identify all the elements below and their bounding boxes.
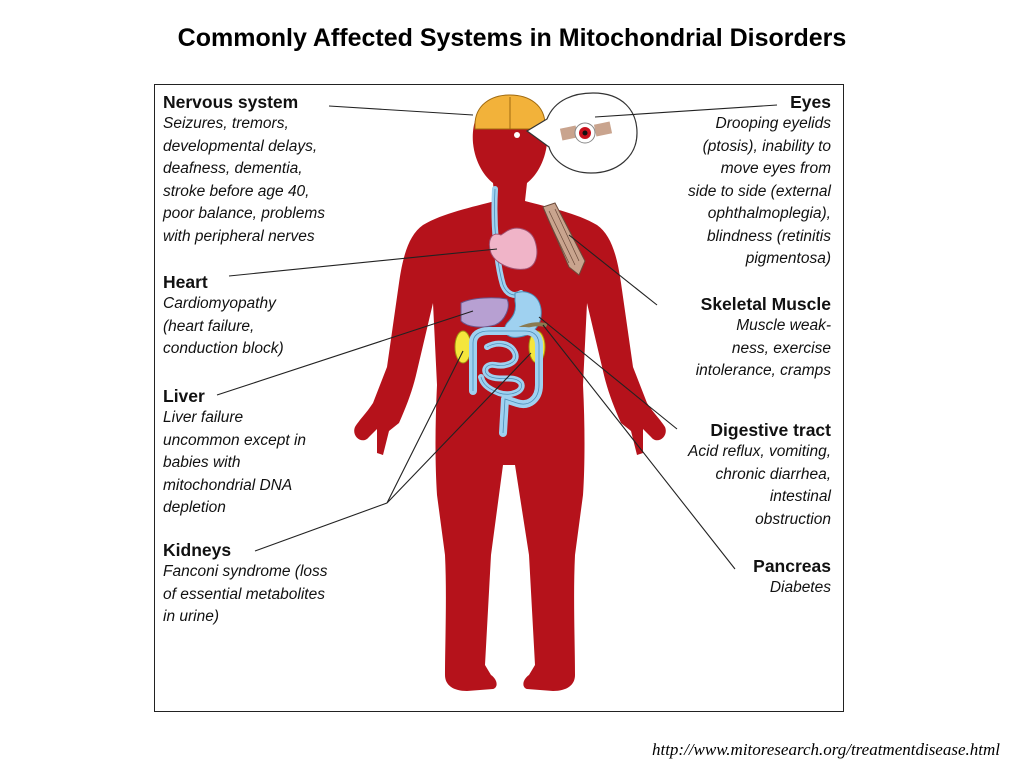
page-title: Commonly Affected Systems in Mitochondri… <box>177 24 847 52</box>
label-liver: Liver Liver failure uncommon except in b… <box>163 385 306 520</box>
leader-kidney-a <box>386 350 464 504</box>
anatomy-diagram <box>216 92 778 691</box>
liver-line: Liver failure <box>163 409 244 426</box>
liver-heading: Liver <box>163 386 205 406</box>
diagram-frame: Nervous system Seizures, tremors, develo… <box>154 84 844 712</box>
pancreas-heading: Pancreas <box>753 556 831 576</box>
nervous-line: with peripheral nerves <box>163 227 315 245</box>
nervous-line: stroke before age 40, <box>163 182 310 200</box>
label-kidneys: Kidneys Fanconi syndrome (loss of essent… <box>163 539 328 629</box>
nervous-line: deafness, dementia, <box>163 160 303 177</box>
digestive-line: obstruction <box>755 510 831 528</box>
kidneys-line: of essential metabolites <box>163 585 325 603</box>
eyes-line: side to side (external <box>687 182 831 200</box>
leader-muscle <box>568 234 658 306</box>
leader-pancreas <box>542 324 736 570</box>
digestive-line: intestinal <box>769 488 831 505</box>
nervous-heading: Nervous system <box>163 92 299 112</box>
leader-eyes <box>594 104 778 118</box>
label-skeletal-muscle: Skeletal Muscle Muscle weak- ness, exerc… <box>696 293 831 383</box>
liver-line: mitochondrial DNA <box>163 476 293 494</box>
leader-kidney-b <box>386 352 532 504</box>
label-heart: Heart Cardiomyopathy (heart failure, con… <box>163 271 284 361</box>
muscle-line: ness, exercise <box>731 339 831 357</box>
eyes-heading: Eyes <box>790 92 831 112</box>
leader-kidneys <box>254 502 388 552</box>
nervous-line: poor balance, problems <box>163 205 325 222</box>
nervous-line: developmental delays, <box>163 137 318 155</box>
liver-line: babies with <box>163 454 241 471</box>
label-nervous-system: Nervous system Seizures, tremors, develo… <box>163 91 325 248</box>
muscle-line: intolerance, cramps <box>695 362 831 379</box>
leader-liver <box>216 310 474 396</box>
pancreas-line: Diabetes <box>769 579 831 596</box>
eyes-line: blindness (retinitis <box>706 227 831 245</box>
kidneys-line: in urine) <box>163 608 219 625</box>
heart-heading: Heart <box>163 272 208 292</box>
muscle-heading: Skeletal Muscle <box>700 294 831 314</box>
heart-organ <box>488 227 538 270</box>
liver-organ <box>460 297 509 328</box>
digestive-line: Acid reflux, vomiting, <box>688 443 831 460</box>
leader-nervous <box>328 105 474 116</box>
eyes-line: move eyes from <box>720 160 831 177</box>
leader-digestive <box>538 316 678 430</box>
muscle-line: Muscle weak- <box>736 317 831 334</box>
head-eye <box>514 132 520 138</box>
eyes-line: ophthalmoplegia), <box>707 205 831 222</box>
digestive-line: chronic diarrhea, <box>715 465 831 483</box>
eyes-line: pigmentosa) <box>745 250 831 267</box>
heart-line: conduction block) <box>163 340 284 357</box>
nervous-line: Seizures, tremors, <box>163 115 289 132</box>
eyes-line: (ptosis), inability to <box>702 137 831 155</box>
eyes-line: Drooping eyelids <box>715 115 831 132</box>
kidneys-heading: Kidneys <box>163 540 232 560</box>
liver-line: depletion <box>163 499 226 516</box>
digestive-heading: Digestive tract <box>710 420 831 440</box>
source-url: http://www.mitoresearch.org/treatmentdis… <box>651 740 1000 759</box>
label-eyes: Eyes Drooping eyelids (ptosis), inabilit… <box>688 91 831 271</box>
leader-lines <box>216 104 778 570</box>
heart-line: Cardiomyopathy <box>163 295 276 312</box>
kidneys-line: Fanconi syndrome (loss <box>163 563 328 580</box>
pupil <box>582 130 588 136</box>
eye-muscle-left <box>559 125 579 141</box>
leader-heart <box>228 248 498 277</box>
label-pancreas: Pancreas Diabetes <box>753 555 831 600</box>
heart-line: (heart failure, <box>163 317 255 335</box>
kidney-left <box>454 330 472 364</box>
eye-muscle-right <box>593 121 613 137</box>
label-digestive-tract: Digestive tract Acid reflux, vomiting, c… <box>688 419 831 531</box>
liver-line: uncommon except in <box>163 431 307 449</box>
